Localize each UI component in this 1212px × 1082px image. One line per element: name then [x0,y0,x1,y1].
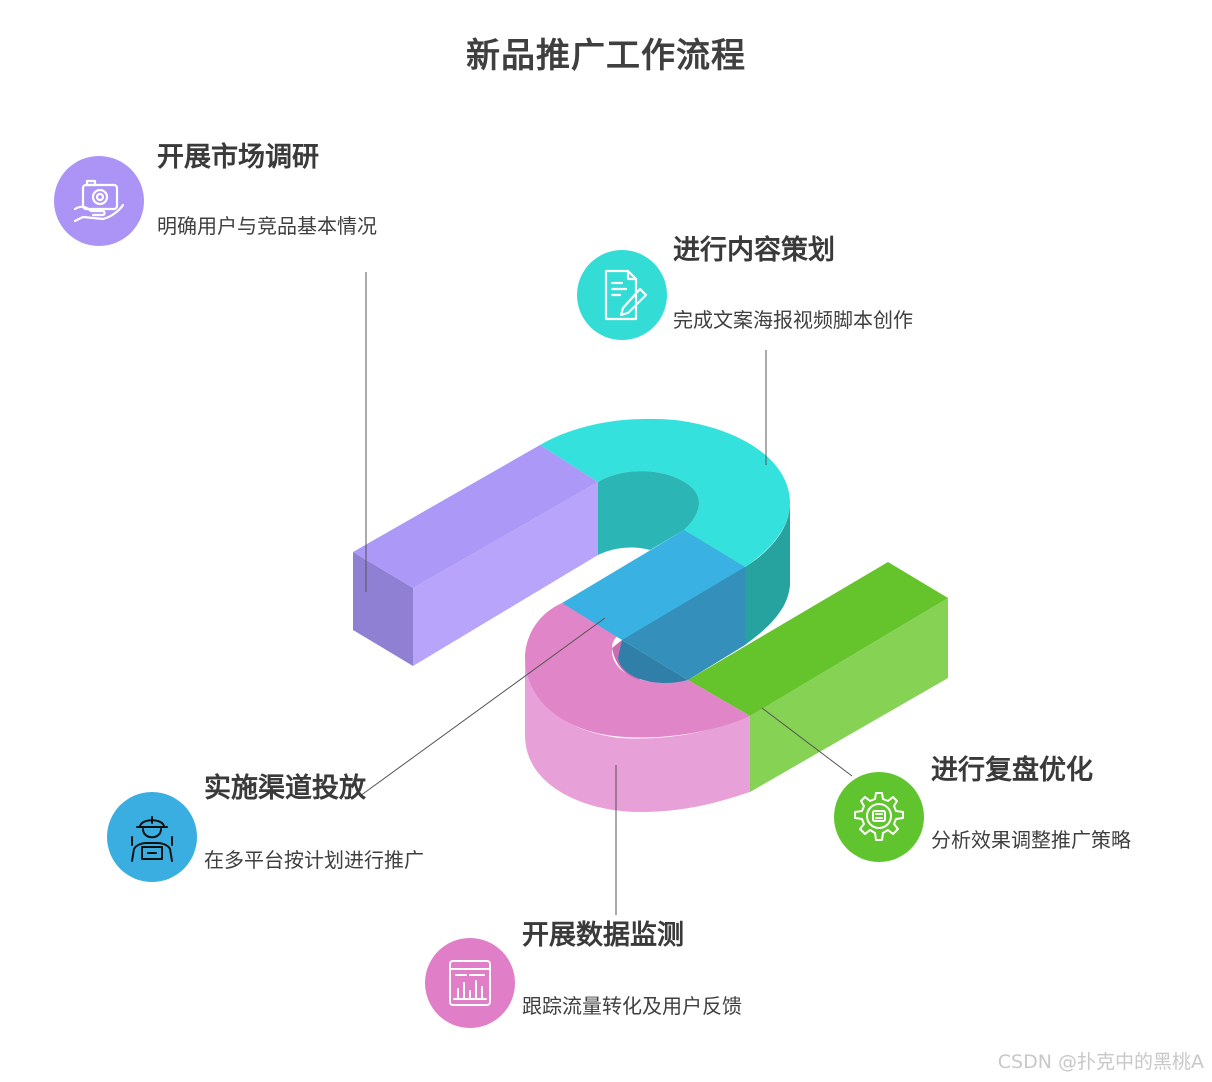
blue-connector-segment [562,530,745,684]
green-bar-segment [688,562,948,792]
step-title-content-planning: 进行内容策划 [673,235,835,266]
purple-bar-segment [353,445,598,666]
document-pen-icon [604,269,648,321]
channel-delivery-icon-circle [107,792,197,882]
gear-chip-icon [854,792,904,841]
page-title: 新品推广工作流程 [466,36,746,76]
camera-hand-icon [73,179,125,223]
watermark: CSDN @扑克中的黑桃A [997,1051,1204,1073]
cyan-ring-segment [540,418,790,645]
content-planning-icon-circle [577,250,667,340]
step-desc-content-planning: 完成文案海报视频脚本创作 [673,308,913,332]
data-monitoring-icon-circle [425,938,515,1028]
step-desc-data-monitoring: 跟踪流量转化及用户反馈 [522,994,742,1018]
chart-board-icon [449,960,491,1006]
market-research-icon-circle [54,156,144,246]
step-desc-review-optimize: 分析效果调整推广策略 [931,828,1131,852]
step-title-channel-delivery: 实施渠道投放 [204,773,366,804]
leader-lines [359,272,853,915]
step-desc-channel-delivery: 在多平台按计划进行推广 [204,848,424,872]
review-optimize-icon-circle [834,772,924,862]
step-title-review-optimize: 进行复盘优化 [931,755,1093,786]
step-title-data-monitoring: 开展数据监测 [522,920,684,951]
step-desc-market-research: 明确用户与竞品基本情况 [157,214,377,238]
worker-icon [131,816,173,862]
step-title-market-research: 开展市场调研 [157,142,319,173]
